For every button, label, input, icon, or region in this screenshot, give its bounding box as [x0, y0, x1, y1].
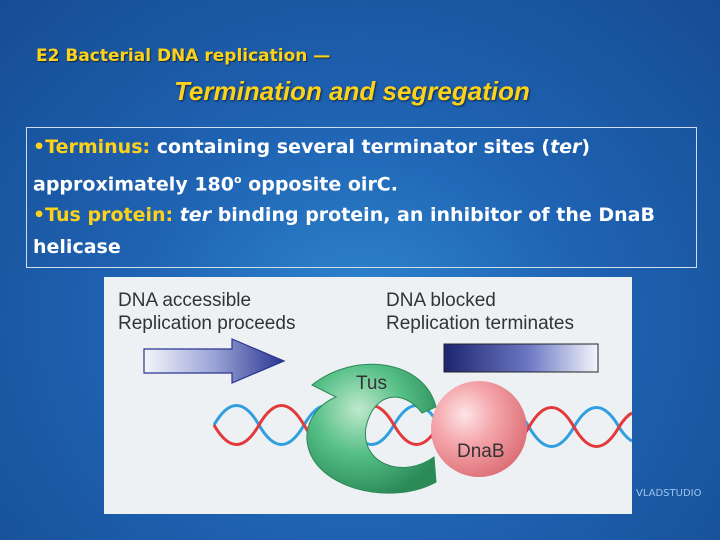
- slide-title-line2: Termination and segregation: [174, 76, 530, 106]
- bullet-tus: •Tus protein: ter binding protein, an in…: [33, 200, 690, 263]
- degree-symbol: o: [233, 172, 242, 186]
- bullet-tus-text: binding protein, an inhibitor of the Dna…: [33, 204, 655, 258]
- bullet-terminus-text-b: ) approximately 180: [33, 136, 591, 195]
- watermark: VLADSTUDIO: [636, 488, 702, 499]
- replication-terminates-label: Replication terminates: [386, 313, 574, 334]
- bullet-terminus-ter: ter: [550, 136, 582, 158]
- tus-dnab-figure: DNA accessible Replication proceeds DNA …: [104, 277, 632, 514]
- bullet-terminus-label: •Terminus:: [33, 136, 151, 158]
- tus-label: Tus: [356, 373, 387, 394]
- dnab-protein-shape: [431, 381, 527, 477]
- bullet-textbox: •Terminus: containing several terminator…: [26, 127, 697, 268]
- bullet-terminus: •Terminus: containing several terminator…: [33, 132, 690, 200]
- bullet-terminus-text-c: opposite oirC.: [241, 172, 398, 195]
- dna-accessible-label: DNA accessible: [118, 290, 252, 311]
- blocked-bar: [443, 343, 599, 373]
- proceeds-arrow: [143, 338, 286, 384]
- dnab-label: DnaB: [457, 441, 505, 462]
- bullet-tus-label: •Tus protein:: [33, 204, 174, 227]
- bullet-tus-ter: ter: [173, 204, 212, 227]
- slide-title-line1: E2 Bacterial DNA replication —: [36, 46, 331, 66]
- tus-protein-shape: [306, 363, 437, 494]
- replication-proceeds-label: Replication proceeds: [118, 313, 296, 334]
- bullet-terminus-text-a: containing several terminator sites (: [150, 136, 551, 158]
- dna-blocked-label: DNA blocked: [386, 290, 496, 311]
